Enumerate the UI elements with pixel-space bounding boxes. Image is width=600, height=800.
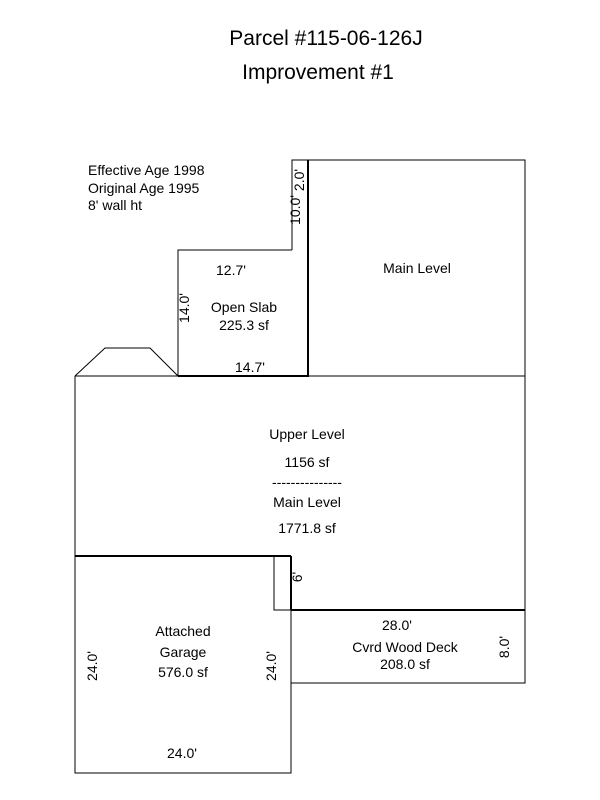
- original-age: Original Age 1995: [88, 180, 200, 196]
- deck-outline: [290, 610, 526, 684]
- upper-level-label: Upper Level: [269, 426, 345, 442]
- wall-height: 8' wall ht: [88, 197, 143, 213]
- notch-dimension: 6': [289, 571, 305, 583]
- garage-left-dimension: 24.0': [84, 651, 100, 681]
- main-level-label: Main Level: [273, 494, 341, 510]
- slab-bottom-dimension: 14.7': [235, 359, 265, 375]
- slab-left-dimension: 14.0': [176, 293, 192, 323]
- bay-outline: [74, 347, 179, 377]
- upper-level-area: 1156 sf: [284, 454, 330, 470]
- effective-age: Effective Age 1998: [88, 162, 205, 178]
- stem-outline: [291, 159, 308, 250]
- open-slab-label: Open Slab: [210, 299, 278, 315]
- deck-label: Cvrd Wood Deck: [352, 639, 458, 655]
- improvement-title: Improvement #1: [242, 61, 394, 84]
- main-level-area: 1771.8 sf: [278, 520, 336, 536]
- parcel-title: Parcel #115-06-126J: [229, 27, 423, 50]
- deck-depth-dimension: 8.0': [496, 635, 512, 659]
- stem-height-dimension: 10.0': [287, 195, 303, 225]
- main-level-top-label: Main Level: [383, 260, 451, 276]
- deck-area: 208.0 sf: [380, 656, 430, 672]
- garage-bottom-dimension: 24.0': [167, 745, 197, 761]
- garage-label-line1: Attached: [155, 623, 211, 639]
- garage-label-line2: Garage: [159, 644, 207, 660]
- garage-right-dimension: 24.0': [263, 651, 279, 681]
- level-separator: ---------------: [272, 474, 342, 490]
- garage-area: 576.0 sf: [158, 664, 208, 680]
- main-level-outline: [307, 159, 526, 610]
- slab-top-dimension: 12.7': [216, 262, 246, 278]
- open-slab-area: 225.3 sf: [219, 317, 269, 333]
- open-slab-outline: [177, 249, 292, 376]
- deck-width-dimension: 28.0': [382, 617, 412, 633]
